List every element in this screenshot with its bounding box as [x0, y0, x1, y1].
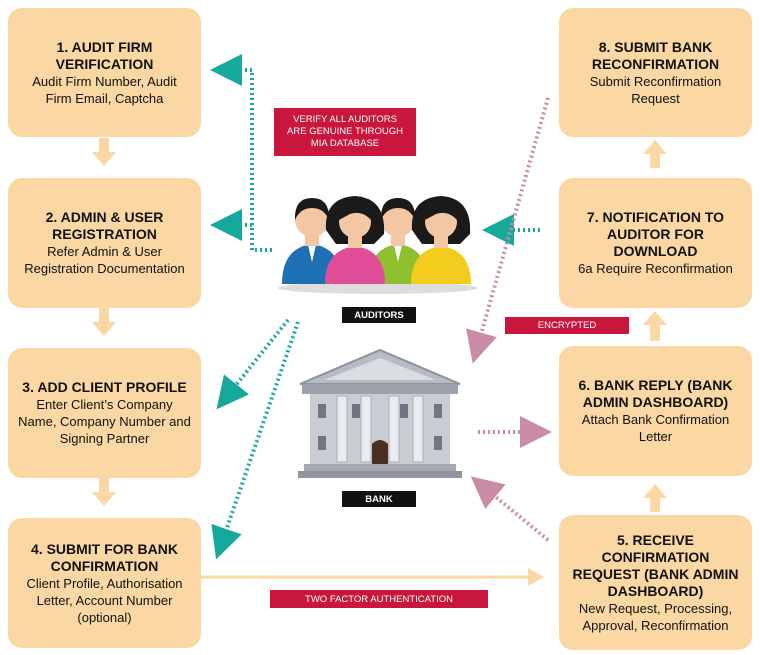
auditor-teal-arrows — [210, 54, 540, 560]
step-3-box: 3. ADD CLIENT PROFILE Enter Client’s Com… — [8, 348, 201, 478]
step-description: Refer Admin & User Registration Document… — [24, 244, 185, 276]
verify-auditors-tag: VERIFY ALL AUDITORS ARE GENUINE THROUGH … — [274, 108, 416, 156]
auditors-group-icon — [278, 196, 478, 294]
step-4-box: 4. SUBMIT FOR BANK CONFIRMATION Client P… — [8, 518, 201, 648]
step-description: Client Profile, Authorisation Letter, Ac… — [26, 575, 183, 625]
step-5-box: 5. RECEIVE CONFIRMATION REQUEST (BANK AD… — [559, 515, 752, 650]
step-title: 1. AUDIT FIRM VERIFICATION — [55, 38, 154, 72]
two-factor-tag: TWO FACTOR AUTHENTICATION — [270, 590, 488, 608]
step-description: Submit Reconfirmation Request — [589, 73, 722, 106]
step-8-box: 8. SUBMIT BANK RECONFIRMATION Submit Rec… — [559, 8, 752, 137]
left-flow-arrows — [92, 138, 116, 506]
pink-arrows — [466, 97, 552, 542]
step-7-box: 7. NOTIFICATION TO AUDITOR FOR DOWNLOAD … — [559, 178, 752, 308]
submit-to-bank-arrow — [200, 568, 544, 586]
step-description: New Request, Processing, Approval, Recon… — [578, 600, 733, 633]
step-6-box: 6. BANK REPLY (BANK ADMIN DASHBOARD) Att… — [559, 346, 752, 476]
step-description: Attach Bank Confirmation Letter — [581, 412, 730, 444]
step-title: 5. RECEIVE CONFIRMATION REQUEST (BANK AD… — [572, 531, 739, 599]
step-title: 7. NOTIFICATION TO AUDITOR FOR DOWNLOAD — [586, 209, 725, 259]
step-2-box: 2. ADMIN & USER REGISTRATION Refer Admin… — [8, 178, 201, 308]
step-title: 8. SUBMIT BANK RECONFIRMATION — [591, 38, 720, 72]
step-description: Enter Client’s Company Name, Company Num… — [18, 397, 191, 446]
step-description: Audit Firm Number, Audit Firm Email, Cap… — [32, 73, 177, 106]
step-title: 6. BANK REPLY (BANK ADMIN DASHBOARD) — [578, 377, 733, 410]
bank-building-icon — [298, 348, 462, 478]
step-title: 2. ADMIN & USER REGISTRATION — [45, 209, 164, 242]
encrypted-tag: ENCRYPTED — [505, 317, 629, 334]
right-flow-arrows — [643, 140, 667, 512]
step-1-box: 1. AUDIT FIRM VERIFICATION Audit Firm Nu… — [8, 8, 201, 137]
step-description: 6a Require Reconfirmation — [578, 261, 733, 276]
step-title: 3. ADD CLIENT PROFILE — [22, 379, 187, 395]
step-title: 4. SUBMIT FOR BANK CONFIRMATION — [31, 540, 178, 574]
bank-label: BANK — [342, 491, 416, 507]
auditors-label: AUDITORS — [342, 307, 416, 323]
